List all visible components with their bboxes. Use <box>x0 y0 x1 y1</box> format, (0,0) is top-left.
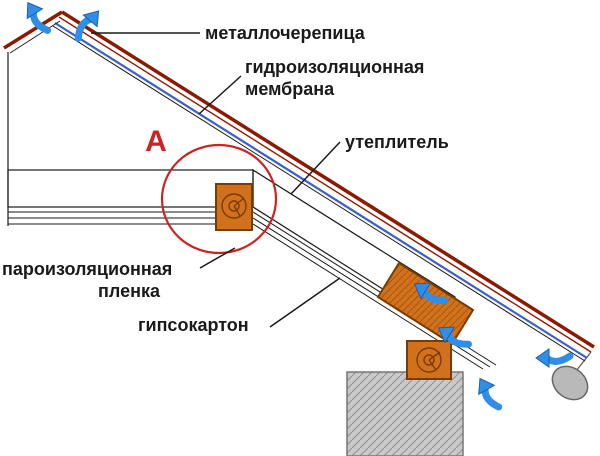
leader-vapor-barrier <box>199 247 236 269</box>
detail-marker-letter: А <box>145 125 167 158</box>
gutter <box>551 365 589 401</box>
ridge-left-inner-line <box>9 20 61 54</box>
leader-membrane <box>198 75 242 115</box>
counter-batten-line <box>52 25 586 362</box>
eave-drip-line <box>575 351 592 372</box>
label-vapor-barrier-line1: пароизоляционная <box>2 259 172 279</box>
label-insulation: утеплитель <box>345 132 449 152</box>
label-drywall: гипсокартон <box>138 315 249 335</box>
masonry-wall <box>346 371 464 456</box>
label-membrane-line2: мембрана <box>245 79 335 99</box>
batten-line <box>58 16 592 353</box>
metal-tile-roofing-line <box>61 10 595 349</box>
waterproof-membrane-line <box>54 22 588 359</box>
label-vapor-barrier-line2: пленка <box>98 281 161 301</box>
ridge-left-slope-line <box>3 10 63 50</box>
vent-arrow-icon <box>20 0 53 36</box>
vent-arrow-icon <box>472 374 505 412</box>
label-membrane-line1: гидроизоляционная <box>245 57 424 77</box>
rafter-board <box>376 261 475 346</box>
leader-insulation <box>290 141 341 195</box>
leader-drywall <box>269 277 341 328</box>
detail-marker-circle <box>160 143 278 255</box>
vent-arrow-icon <box>536 349 570 367</box>
label-metal-tile: металлочерепица <box>205 23 366 43</box>
eave-wood-batten <box>406 340 452 380</box>
junction-wood-batten <box>215 183 253 231</box>
